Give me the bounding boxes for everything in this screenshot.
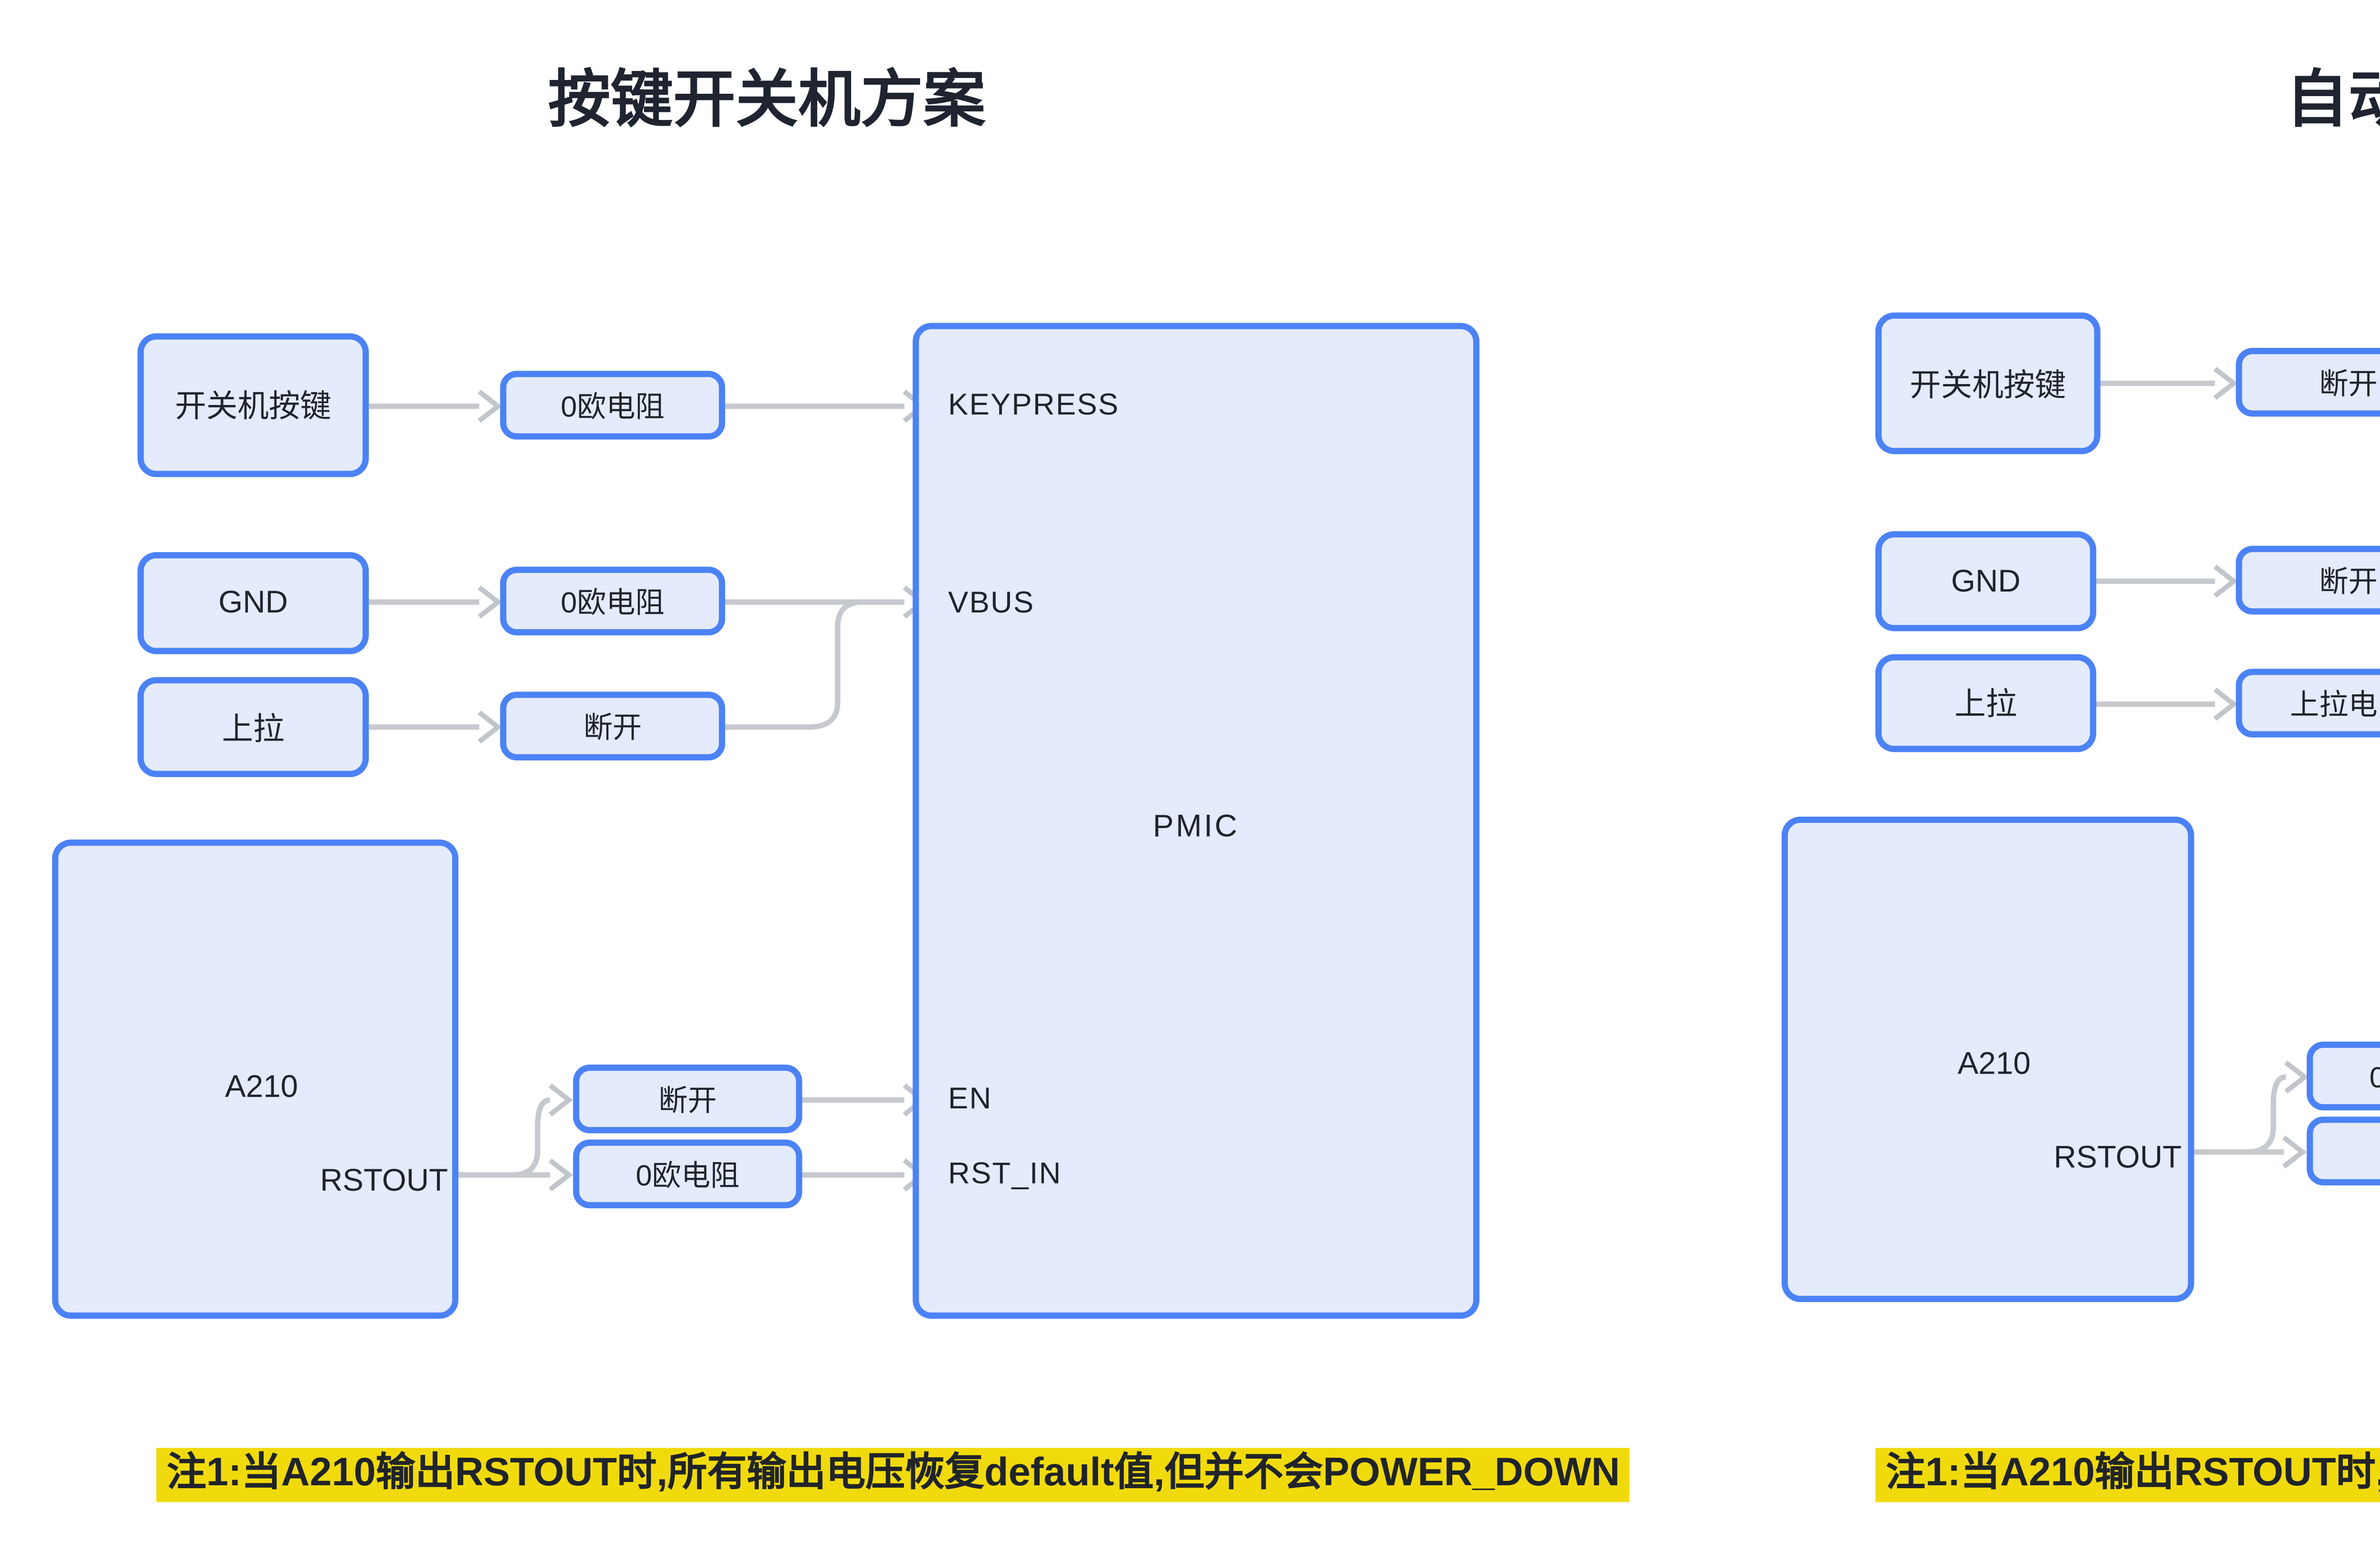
node-pullup-res: 上拉电阻 bbox=[2236, 669, 2380, 738]
pin-keypress: KEYPRESS bbox=[948, 389, 1120, 423]
node-label: 断开 bbox=[2319, 365, 2378, 399]
node-label: 断开 bbox=[2319, 563, 2378, 597]
node-gnd: GND bbox=[137, 552, 369, 654]
node-open-keypress: 断开 bbox=[2236, 348, 2380, 417]
node-label: 0欧电阻 bbox=[560, 388, 664, 422]
node-label: 断开 bbox=[658, 1082, 717, 1116]
pin-vbus: VBUS bbox=[948, 587, 1035, 621]
node-open-rstin: 断开 bbox=[2307, 1116, 2380, 1185]
node-label: 开关机按键 bbox=[1910, 367, 2066, 404]
node-res-keypress: 0欧电阻 bbox=[500, 371, 725, 440]
node-power-key: 开关机按键 bbox=[137, 333, 369, 477]
node-label: 0欧电阻 bbox=[2370, 1055, 2380, 1097]
node-power-key: 开关机按键 bbox=[1875, 312, 2101, 454]
node-label: 开关机按键 bbox=[175, 389, 332, 425]
node-res-rstin: 0欧电阻 bbox=[573, 1139, 803, 1209]
node-label: 上拉电阻 bbox=[2290, 686, 2380, 720]
node-label: 上拉 bbox=[1954, 687, 2017, 723]
left-scheme-title: 按键开关机方案 bbox=[548, 67, 986, 136]
node-res-en: 0欧电阻 bbox=[2307, 1041, 2380, 1111]
pmic-label: PMIC bbox=[1152, 809, 1240, 845]
node-res-vbus: 0欧电阻 bbox=[500, 566, 725, 636]
node-label: 断开 bbox=[583, 709, 642, 743]
right-note: 注1:当A210输出RSTOUT时,EN拉低,PMIC下电后VBUS保持高电平1… bbox=[1875, 1448, 2380, 1502]
edge-rstout-to-open bbox=[458, 1083, 573, 1178]
node-label: 0欧电阻 bbox=[560, 584, 664, 618]
node-open-en: 断开 bbox=[573, 1064, 803, 1134]
pin-rst-in: RST_IN bbox=[948, 1158, 1062, 1192]
left-note: 注1:当A210输出RSTOUT时,所有输出电压恢复default值,但并不会P… bbox=[156, 1448, 1631, 1502]
rstout-label: RSTOUT bbox=[320, 1163, 448, 1199]
node-label: 上拉 bbox=[222, 711, 285, 747]
node-a210: A210 RSTOUT bbox=[1781, 817, 2194, 1302]
node-a210: A210 RSTOUT bbox=[52, 839, 459, 1319]
right-scheme-title: 自动开关机方案 bbox=[2286, 67, 2380, 136]
node-open-vbus: 断开 bbox=[500, 691, 725, 760]
node-pmic: PMIC KEYPRESS VBUS EN RST_IN bbox=[912, 323, 1480, 1319]
node-open-vbus: 断开 bbox=[2236, 545, 2380, 615]
node-label: GND bbox=[1951, 563, 2021, 599]
edge-rstout-to-res-r bbox=[2194, 1060, 2309, 1155]
node-pullup: 上拉 bbox=[1875, 654, 2096, 752]
node-label: GND bbox=[218, 585, 288, 621]
a210-label: A210 bbox=[1957, 1046, 2031, 1083]
pin-en: EN bbox=[948, 1083, 992, 1117]
a210-label: A210 bbox=[225, 1069, 298, 1106]
edge-open-merge-vbus bbox=[725, 599, 892, 730]
node-gnd: GND bbox=[1875, 531, 2096, 632]
node-pullup: 上拉 bbox=[137, 677, 369, 777]
rstout-label: RSTOUT bbox=[2053, 1140, 2182, 1176]
node-label: 0欧电阻 bbox=[635, 1157, 740, 1191]
